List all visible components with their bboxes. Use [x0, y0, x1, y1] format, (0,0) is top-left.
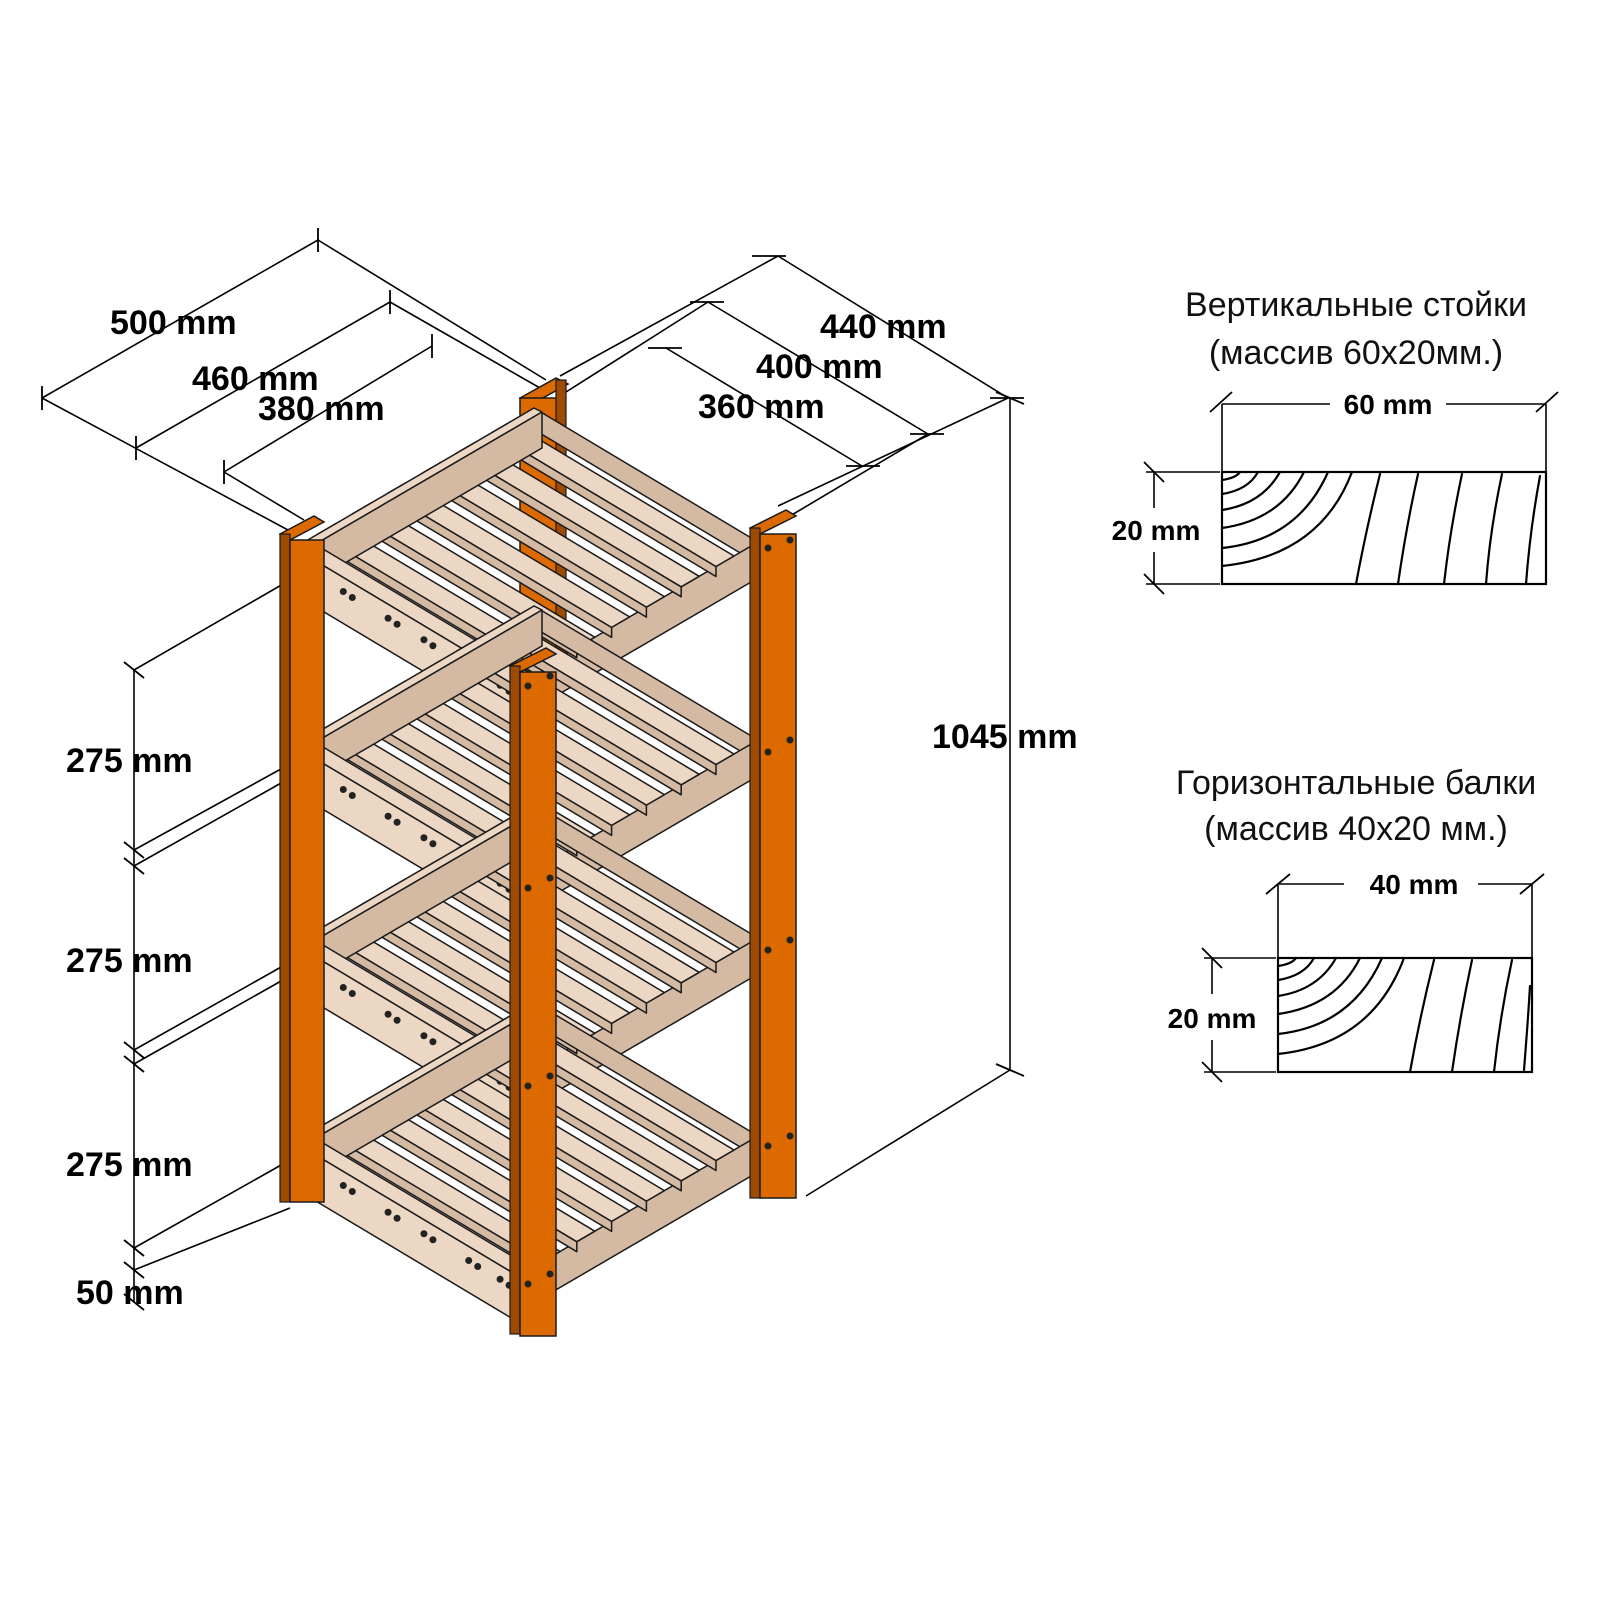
- shelves: [293, 407, 759, 1323]
- bottom-gap-label: 50 mm: [76, 1274, 184, 1312]
- bolt: [420, 1032, 428, 1040]
- total-height-label: 1045 mm: [932, 718, 1078, 756]
- bolt: [429, 840, 437, 848]
- bolt: [384, 1010, 392, 1018]
- bolt: [429, 642, 437, 650]
- bolt: [339, 983, 347, 991]
- spacing-label-2: 275 mm: [66, 942, 193, 980]
- bolt: [393, 620, 401, 628]
- shelf-unit: [278, 377, 798, 1337]
- bolt: [348, 791, 356, 799]
- bolt: [384, 1208, 392, 1216]
- bolt: [393, 818, 401, 826]
- bolt: [420, 834, 428, 842]
- post-cross-section: [1220, 470, 1548, 586]
- back-right-post: [748, 509, 798, 1199]
- mid-width-label: 460 mm: [192, 360, 319, 398]
- bolt: [496, 1275, 504, 1283]
- spacing-label-3: 275 mm: [66, 1146, 193, 1184]
- bolt: [348, 989, 356, 997]
- bolt: [339, 785, 347, 793]
- spacing-label-1: 275 mm: [66, 742, 193, 780]
- post-height-label: 20 mm: [1112, 515, 1201, 546]
- beam-cross-section: [1276, 956, 1534, 1074]
- bolt: [339, 587, 347, 595]
- inner-depth-label: 360 mm: [698, 388, 825, 426]
- mid-depth-label: 400 mm: [756, 348, 883, 386]
- beam-section: Горизонтальные балки (массив 40х20 мм.) …: [1168, 764, 1545, 1083]
- bolt: [429, 1038, 437, 1046]
- outer-width-label: 500 mm: [110, 304, 237, 342]
- top-dimension-lines: [41, 228, 1025, 1197]
- bolt: [420, 636, 428, 644]
- bolt: [429, 1236, 437, 1244]
- left-dimension-lines: [123, 579, 291, 1311]
- beam-height-label: 20 mm: [1168, 1003, 1257, 1034]
- front-left-post: [278, 515, 326, 1203]
- bolt: [393, 1214, 401, 1222]
- bolt: [384, 614, 392, 622]
- beam-width-label: 40 mm: [1370, 869, 1459, 900]
- bolt: [393, 1016, 401, 1024]
- post-section-title: Вертикальные стойки: [1185, 286, 1527, 324]
- bolt: [384, 812, 392, 820]
- bolt: [348, 1187, 356, 1195]
- front-center-post: [508, 647, 558, 1337]
- outer-depth-label: 440 mm: [820, 308, 947, 346]
- bolt: [474, 1263, 482, 1271]
- beam-section-title: Горизонтальные балки: [1176, 764, 1536, 802]
- bolt: [339, 1181, 347, 1189]
- bolt: [348, 593, 356, 601]
- post-width-label: 60 mm: [1344, 389, 1433, 420]
- post-section-subtitle: (массив 60х20мм.): [1209, 334, 1503, 372]
- inner-width-label: 380 mm: [258, 390, 385, 428]
- beam-section-subtitle: (массив 40х20 мм.): [1204, 810, 1508, 848]
- bolt: [420, 1230, 428, 1238]
- post-section: Вертикальные стойки (массив 60х20мм.) 60…: [1112, 286, 1559, 595]
- bolt: [465, 1257, 473, 1265]
